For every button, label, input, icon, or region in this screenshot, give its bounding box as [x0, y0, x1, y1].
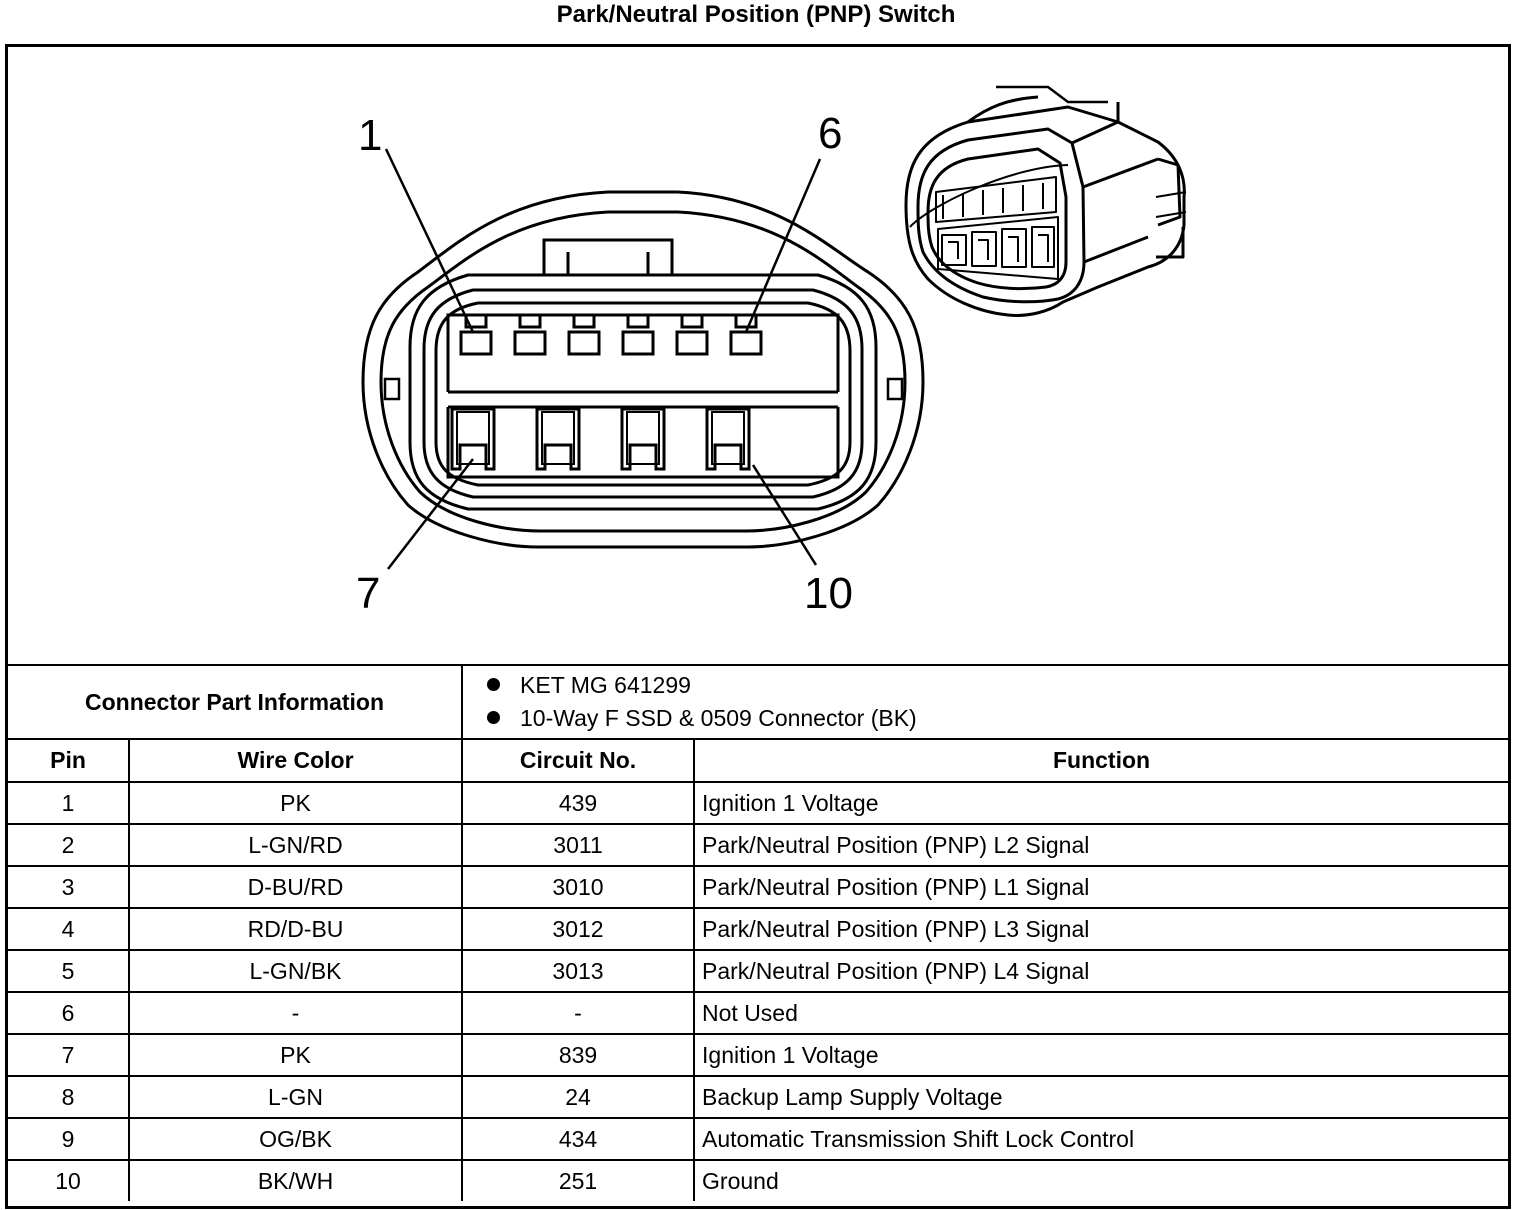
pin-cell: 2: [8, 823, 130, 867]
connector-3d-illustration: [904, 85, 1187, 317]
circuit-cell: 3010: [461, 865, 696, 909]
header-pin: Pin: [8, 738, 130, 783]
callout-leader-lines: [384, 148, 822, 570]
table-row: 1 PK 439 Ignition 1 Voltage: [8, 781, 1509, 825]
table-row: 3 D-BU/RD 3010 Park/Neutral Position (PN…: [8, 865, 1509, 909]
table-header-row: Pin Wire Color Circuit No. Function: [8, 738, 1509, 783]
pin-cell: 9: [8, 1117, 130, 1161]
circuit-cell: 839: [461, 1033, 696, 1077]
circuit-cell: 3013: [461, 949, 696, 993]
pinout-table: Connector Part Information KET MG 641299…: [8, 666, 1509, 1201]
table-row: 10 BK/WH 251 Ground: [8, 1159, 1509, 1201]
diagram-area: 1 6 7 10: [8, 47, 1508, 666]
circuit-cell: 434: [461, 1117, 696, 1161]
function-cell: Park/Neutral Position (PNP) L2 Signal: [693, 823, 1509, 867]
table-row: 5 L-GN/BK 3013 Park/Neutral Position (PN…: [8, 949, 1509, 993]
pin-callout-10: 10: [804, 569, 853, 618]
function-cell: Park/Neutral Position (PNP) L4 Signal: [693, 949, 1509, 993]
table-row: 8 L-GN 24 Backup Lamp Supply Voltage: [8, 1075, 1509, 1119]
wire-color-cell: PK: [127, 781, 464, 825]
pin-cell: 4: [8, 907, 130, 951]
part-info-text: 10-Way F SSD & 0509 Connector (BK): [520, 705, 917, 731]
table-row: 2 L-GN/RD 3011 Park/Neutral Position (PN…: [8, 823, 1509, 867]
pin-cell: 1: [8, 781, 130, 825]
table-row: 6 - - Not Used: [8, 991, 1509, 1035]
pin-cell: 7: [8, 1033, 130, 1077]
function-cell: Ignition 1 Voltage: [693, 781, 1509, 825]
function-cell: Ground: [693, 1159, 1509, 1201]
function-cell: Park/Neutral Position (PNP) L3 Signal: [693, 907, 1509, 951]
function-cell: Ignition 1 Voltage: [693, 1033, 1509, 1077]
circuit-cell: 3012: [461, 907, 696, 951]
pin-callout-7: 7: [356, 569, 380, 618]
circuit-cell: 3011: [461, 823, 696, 867]
pin-cell: 3: [8, 865, 130, 909]
connector-part-info-row: Connector Part Information KET MG 641299…: [8, 666, 1509, 740]
connector-diagram: 1 6 7 10: [356, 85, 1187, 618]
part-info-item: 10-Way F SSD & 0509 Connector (BK): [487, 702, 1508, 735]
circuit-cell: -: [461, 991, 696, 1035]
bullet-icon: [487, 711, 501, 725]
pin-cell: 5: [8, 949, 130, 993]
pin-cell: 6: [8, 991, 130, 1035]
part-info-item: KET MG 641299: [487, 669, 1508, 702]
function-cell: Park/Neutral Position (PNP) L1 Signal: [693, 865, 1509, 909]
wire-color-cell: RD/D-BU: [127, 907, 464, 951]
table-row: 7 PK 839 Ignition 1 Voltage: [8, 1033, 1509, 1077]
pin-callout-6: 6: [818, 109, 842, 158]
part-info-text: KET MG 641299: [520, 672, 691, 698]
function-cell: Backup Lamp Supply Voltage: [693, 1075, 1509, 1119]
connector-part-info-list: KET MG 641299 10-Way F SSD & 0509 Connec…: [461, 666, 1509, 740]
circuit-cell: 24: [461, 1075, 696, 1119]
wire-color-cell: L-GN/BK: [127, 949, 464, 993]
function-cell: Automatic Transmission Shift Lock Contro…: [693, 1117, 1509, 1161]
header-circuit-no: Circuit No.: [461, 738, 696, 783]
wire-color-cell: D-BU/RD: [127, 865, 464, 909]
circuit-cell: 439: [461, 781, 696, 825]
pin-cell: 8: [8, 1075, 130, 1119]
wire-color-cell: PK: [127, 1033, 464, 1077]
header-wire-color: Wire Color: [127, 738, 464, 783]
table-row: 9 OG/BK 434 Automatic Transmission Shift…: [8, 1117, 1509, 1161]
wire-color-cell: -: [127, 991, 464, 1035]
function-cell: Not Used: [693, 991, 1509, 1035]
connector-frame: 1 6 7 10: [5, 44, 1511, 1209]
wire-color-cell: BK/WH: [127, 1159, 464, 1201]
table-row: 4 RD/D-BU 3012 Park/Neutral Position (PN…: [8, 907, 1509, 951]
pin-cell: 10: [8, 1159, 130, 1201]
wire-color-cell: L-GN/RD: [127, 823, 464, 867]
circuit-cell: 251: [461, 1159, 696, 1201]
wire-color-cell: L-GN: [127, 1075, 464, 1119]
pin-callout-1: 1: [358, 111, 382, 160]
bullet-icon: [487, 678, 501, 692]
wire-color-cell: OG/BK: [127, 1117, 464, 1161]
header-function: Function: [693, 738, 1509, 783]
page-title: Park/Neutral Position (PNP) Switch: [556, 1, 956, 28]
connector-part-info-label: Connector Part Information: [8, 666, 464, 740]
